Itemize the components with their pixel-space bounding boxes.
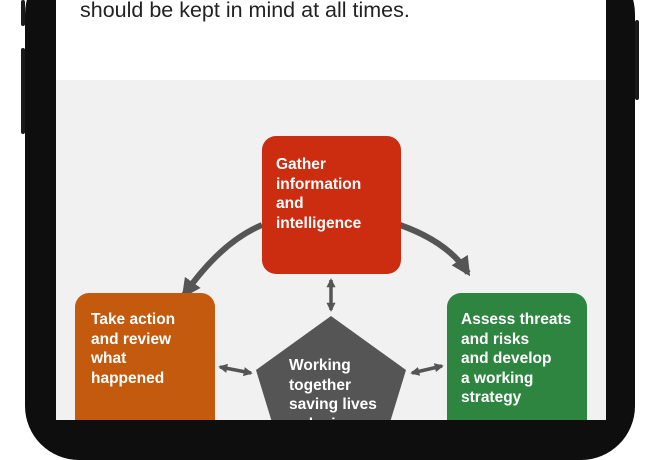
node-act-box bbox=[75, 293, 215, 420]
diagram-panel: Gather information and intelligence Asse… bbox=[56, 80, 606, 420]
arrow-assess-center bbox=[410, 363, 444, 376]
phone-side-button-bottom bbox=[21, 48, 25, 134]
article-text-line: should be kept in mind at all times. bbox=[80, 0, 410, 22]
node-assess-box bbox=[447, 293, 587, 420]
article-text-block: should be kept in mind at all times. bbox=[56, 0, 606, 78]
node-act-label: Take action and review what happened bbox=[91, 311, 176, 387]
node-gather-label: Gather information and intelligence bbox=[276, 156, 362, 232]
node-center-label: Working together saving lives reducing bbox=[289, 357, 377, 420]
phone-power-button bbox=[635, 20, 639, 100]
arrow-act-to-gather bbox=[181, 222, 264, 299]
arrow-act-center bbox=[218, 363, 253, 377]
node-gather-box bbox=[262, 136, 401, 274]
cycle-diagram bbox=[75, 136, 587, 420]
phone-side-button-top bbox=[21, 0, 25, 26]
arrow-gather-to-assess bbox=[398, 222, 471, 277]
node-center-pentagon bbox=[256, 316, 406, 420]
phone-screen: should be kept in mind at all times. bbox=[56, 0, 606, 420]
node-assess-label: Assess threats and risks and develop a w… bbox=[461, 311, 572, 406]
